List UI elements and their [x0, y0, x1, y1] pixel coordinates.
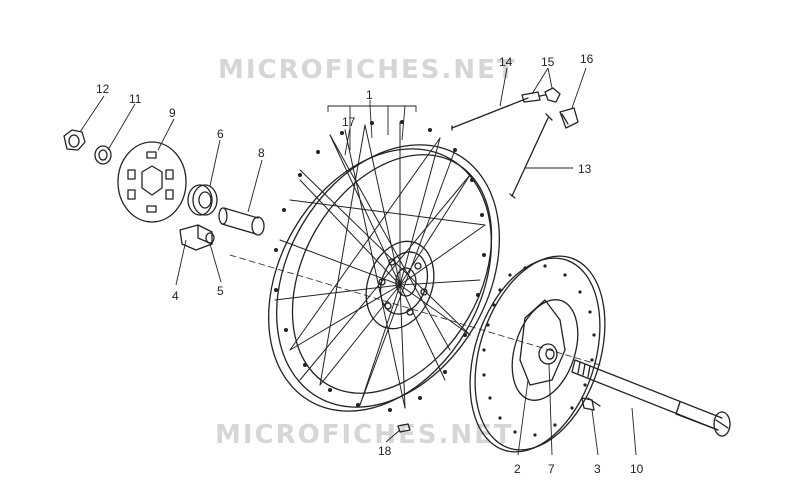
- callout-13: 13: [578, 162, 592, 176]
- bolt-part: [581, 397, 601, 411]
- leader-lines: [79, 67, 637, 456]
- cover-plate-part: [117, 141, 187, 223]
- brake-disc-holes: [482, 264, 596, 437]
- axle-centerline: [229, 254, 601, 366]
- callout-10: 10: [630, 462, 644, 476]
- long-spoke-part: [509, 113, 553, 199]
- axle-spacer-part: [538, 343, 558, 365]
- callout-11: 11: [129, 92, 142, 106]
- callout-16: 16: [580, 52, 594, 66]
- callout-18: 18: [378, 444, 392, 458]
- callout-7: 7: [548, 462, 555, 476]
- callout-labels: 1 2 3 4 5 6 7 8 9 10 11 12 13 14 15 16 1…: [96, 52, 644, 476]
- brake-disc-part: [469, 255, 606, 453]
- watermark-top: MICROFICHES.NET: [218, 55, 517, 85]
- callout-1: 1: [366, 88, 373, 102]
- callout-4: 4: [172, 289, 179, 303]
- nut-part: [63, 129, 86, 151]
- callout-17: 17: [342, 115, 356, 129]
- callout-9: 9: [169, 106, 176, 120]
- spoke-nipples: [274, 120, 486, 412]
- wheel-spokes: [274, 121, 486, 409]
- wheel-rim: [267, 144, 501, 412]
- callout-6: 6: [217, 127, 224, 141]
- spoke-part: [451, 97, 529, 131]
- callout-12: 12: [96, 82, 110, 96]
- clip-part: [559, 107, 579, 129]
- callout-3: 3: [594, 462, 601, 476]
- callout-5: 5: [217, 284, 224, 298]
- washer-part: [94, 145, 112, 165]
- axle-part: [571, 359, 731, 437]
- callout-15: 15: [541, 55, 555, 69]
- spacer-tube-part: [218, 207, 265, 236]
- watermark-bottom: MICROFICHES.NET: [215, 420, 514, 450]
- callout-14: 14: [499, 55, 513, 69]
- bearing-part: [187, 184, 218, 216]
- callout-2: 2: [514, 462, 521, 476]
- nipple-part: [521, 87, 561, 103]
- callout-8: 8: [258, 146, 265, 160]
- speedo-drive-part: [179, 224, 215, 251]
